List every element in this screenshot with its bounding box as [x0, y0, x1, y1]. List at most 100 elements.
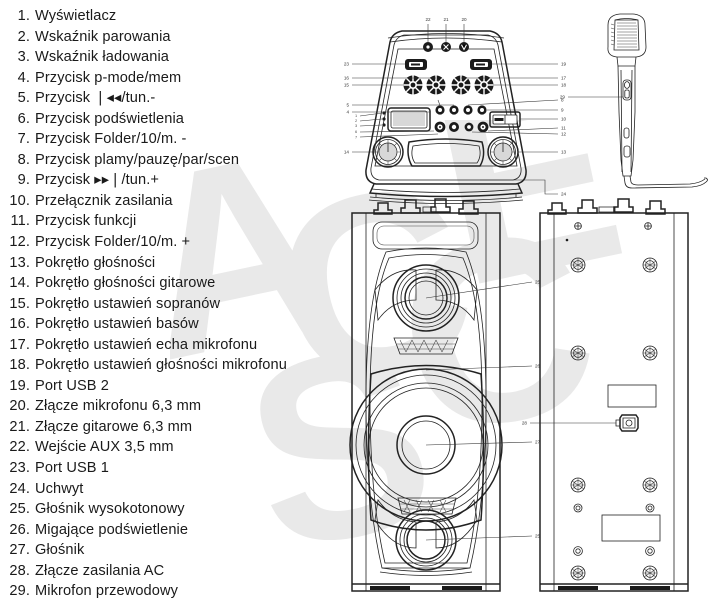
list-item-number: 28.: [9, 562, 30, 579]
list-item-number: 1.: [17, 8, 30, 24]
list-item: 2. Wskaźnik parowania: [0, 27, 345, 48]
eq-knob: [474, 75, 494, 95]
list-item-number: 10.: [9, 192, 30, 209]
vent-screw: [642, 257, 658, 273]
list-item-label: Mikrofon przewodowy: [35, 583, 179, 600]
figure-speaker-front: 25 26 27 25: [349, 198, 541, 592]
callout-7: 7: [355, 135, 357, 139]
list-item-label: Przycisk Folder/10/m. -: [35, 131, 187, 148]
callout-2: 2: [355, 119, 357, 123]
panel-button: [477, 121, 489, 133]
list-item: 15. Pokrętło ustawień sopranów: [0, 294, 345, 315]
list-item-label: Przycisk plamy/pauzę/par/scen: [35, 151, 240, 168]
list-item: 17. Pokrętło ustawień echa mikrofonu: [0, 335, 345, 356]
eq-knob: [451, 75, 471, 95]
callout-18: 18: [561, 83, 567, 88]
callout-8: 8: [561, 98, 564, 103]
list-item-label: Migające podświetlenie: [35, 521, 189, 538]
list-item-label: Złącze gitarowe 6,3 mm: [35, 418, 193, 435]
list-item-label: Uchwyt: [35, 480, 84, 497]
list-item-label: Wskaźnik parowania: [35, 28, 171, 45]
list-item-number: 14.: [9, 275, 30, 292]
list-item-number: 12.: [9, 234, 30, 251]
list-item-label: Wyświetlacz: [35, 8, 117, 24]
volume-knob-right: [487, 136, 519, 168]
list-item-label: Pokrętło ustawień basów: [35, 316, 199, 333]
panel-button: [449, 105, 459, 115]
list-item-number: 7.: [17, 131, 30, 148]
callout-9: 9: [561, 108, 564, 113]
vent-screw: [570, 345, 586, 361]
list-item-number: 2.: [17, 28, 30, 45]
callout-20: 20: [461, 17, 467, 22]
list-item: 8. Przycisk plamy/pauzę/par/scen: [0, 150, 345, 171]
list-item-number: 18.: [9, 357, 30, 374]
list-item: 12. Przycisk Folder/10/m. +: [0, 232, 345, 253]
list-item: 5. Przycisk ❘◂◂/tun.-: [0, 88, 345, 109]
list-item: 7. Przycisk Folder/10/m. -: [0, 129, 345, 150]
vent-screw: [642, 477, 658, 493]
callout-3: 3: [355, 124, 357, 128]
list-item-number: 4.: [17, 69, 30, 86]
list-item-label: Port USB 2: [35, 377, 109, 394]
list-item: 4. Przycisk p-mode/mem: [0, 68, 345, 89]
list-item-label: Przycisk podświetlenia: [35, 110, 185, 127]
list-item-number: 26.: [9, 521, 30, 538]
eq-knob: [403, 75, 423, 95]
list-item-number: 8.: [17, 151, 30, 168]
panel-button: [449, 122, 459, 132]
list-item-number: 17.: [9, 336, 30, 353]
parts-legend-list: 1. Wyświetlacz 2. Wskaźnik parowania 3. …: [0, 0, 345, 602]
list-item: 11. Przycisk funkcji: [0, 211, 345, 232]
list-item: 6. Przycisk podświetlenia: [0, 109, 345, 130]
list-item-label: Przycisk ▸▸❘/tun.+: [35, 172, 159, 189]
screw: [573, 546, 583, 556]
figure-control-panel: 22 21 20 23 16 15 5 4 1 2 3 6 7 14: [344, 17, 567, 204]
list-item-number: 6.: [17, 110, 30, 127]
panel-button: [435, 105, 445, 115]
list-item: 25. Głośnik wysokotonowy: [0, 499, 345, 520]
callout-10: 10: [561, 117, 567, 122]
list-item: 19. Port USB 2: [0, 376, 345, 397]
list-item-number: 5.: [17, 90, 30, 107]
list-item-number: 23.: [9, 460, 30, 477]
callout-22: 22: [425, 17, 431, 22]
list-item-number: 9.: [17, 172, 30, 189]
vent-screw: [570, 565, 586, 581]
list-item: 22. Wejście AUX 3,5 mm: [0, 437, 345, 458]
callout-16: 16: [344, 76, 350, 81]
vent-screw: [642, 345, 658, 361]
list-item-label: Wskaźnik ładowania: [35, 49, 170, 66]
callout-25-top: 25: [535, 280, 541, 285]
list-item: 9. Przycisk ▸▸❘/tun.+: [0, 170, 345, 191]
volume-knob-left: [372, 136, 404, 168]
power-switch: [489, 111, 521, 128]
callout-29: 29: [560, 95, 566, 100]
list-item: 23. Port USB 1: [0, 458, 345, 479]
list-item-number: 27.: [9, 542, 30, 559]
panel-button: [477, 105, 487, 115]
list-item-label: Przycisk Folder/10/m. +: [35, 234, 191, 251]
callout-25-bottom: 25: [535, 534, 541, 539]
list-item: 13. Pokrętło głośności: [0, 253, 345, 274]
list-item-label: Przełącznik zasilania: [35, 192, 173, 209]
panel-button: [434, 121, 446, 133]
panel-button: [464, 122, 474, 132]
list-item-label: Wejście AUX 3,5 mm: [35, 439, 174, 456]
list-item-label: Pokrętło głośności: [35, 254, 156, 271]
list-item-label: Port USB 1: [35, 460, 109, 477]
list-item: 16. Pokrętło ustawień basów: [0, 314, 345, 335]
vent-screw: [570, 257, 586, 273]
list-item-number: 25.: [9, 501, 30, 518]
figure-speaker-rear: 28: [522, 198, 689, 592]
screw: [573, 503, 583, 513]
list-item: 21. Złącze gitarowe 6,3 mm: [0, 417, 345, 438]
list-item-label: Pokrętło ustawień głośności mikrofonu: [35, 357, 287, 374]
list-item-label: Złącze mikrofonu 6,3 mm: [35, 398, 202, 415]
list-item-number: 3.: [17, 49, 30, 66]
callout-19: 19: [561, 62, 567, 67]
lcd-display: [387, 107, 431, 132]
callout-23: 23: [344, 62, 350, 67]
callout-28: 28: [522, 421, 528, 426]
screw: [645, 546, 655, 556]
